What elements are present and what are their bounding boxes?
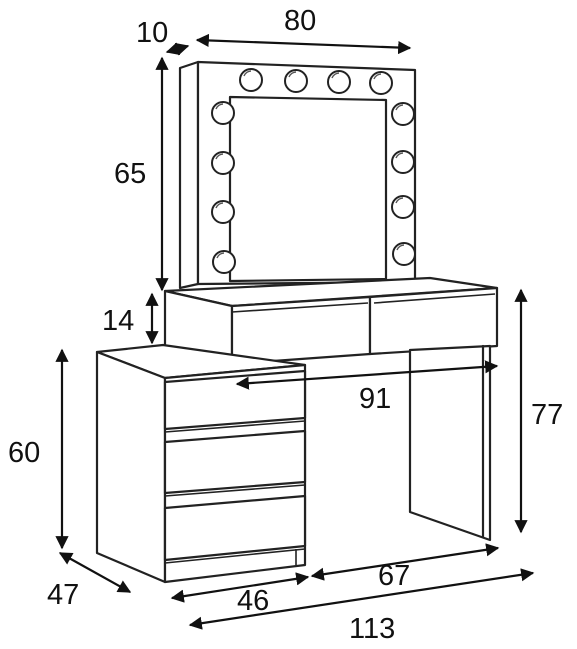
light-bulb-icon	[391, 102, 415, 126]
light-bulb-icon	[211, 200, 235, 224]
mirror	[178, 60, 417, 290]
light-bulb-icon	[284, 69, 308, 93]
light-bulb-icon	[211, 101, 235, 125]
label-mirror-depth: 10	[136, 17, 168, 49]
dim-line-depth	[58, 552, 132, 593]
mirror-side-panel	[178, 60, 200, 290]
drawer-edge-line	[373, 293, 496, 304]
desk-upper	[163, 276, 499, 366]
dim-line-mirror-width	[195, 33, 412, 55]
label-leg-span: 67	[378, 560, 410, 592]
label-total-width: 113	[349, 613, 395, 645]
light-bulb-icon	[369, 71, 393, 95]
label-mirror-width: 80	[284, 5, 316, 37]
left-light-bulbs	[211, 101, 236, 274]
drawer-3	[163, 494, 307, 562]
drawer-edge-line	[231, 302, 369, 313]
label-upper-height: 14	[102, 305, 134, 337]
label-depth: 47	[47, 579, 79, 611]
light-bulb-icon	[392, 242, 416, 266]
dimension-labels: 10 80 65 14 60 77 91 47 46 67 113	[8, 5, 563, 645]
light-bulb-icon	[211, 151, 235, 175]
mirror-glass	[228, 95, 388, 283]
right-light-bulbs	[391, 102, 416, 266]
light-bulb-icon	[391, 195, 415, 219]
label-total-height: 77	[531, 399, 563, 431]
dim-line-inner-width	[235, 360, 499, 390]
dim-line-mirror-depth	[165, 42, 190, 56]
drawer-unit-side	[95, 350, 167, 584]
drawer-2	[163, 429, 307, 495]
label-drawer-unit-width: 46	[237, 585, 269, 617]
light-bulb-icon	[239, 68, 263, 92]
dim-line-total-width	[188, 568, 535, 630]
light-bulb-icon	[391, 150, 415, 174]
light-bulb-icon	[327, 70, 351, 94]
label-inner-width: 91	[359, 383, 391, 415]
light-bulb-icon	[212, 250, 236, 274]
label-drawer-unit-height: 60	[8, 437, 40, 469]
upper-drawer-right	[368, 286, 499, 356]
label-mirror-height: 65	[114, 158, 146, 190]
dimension-lines	[55, 33, 535, 630]
top-light-bulbs	[239, 68, 393, 95]
right-leg-panel	[408, 344, 492, 542]
